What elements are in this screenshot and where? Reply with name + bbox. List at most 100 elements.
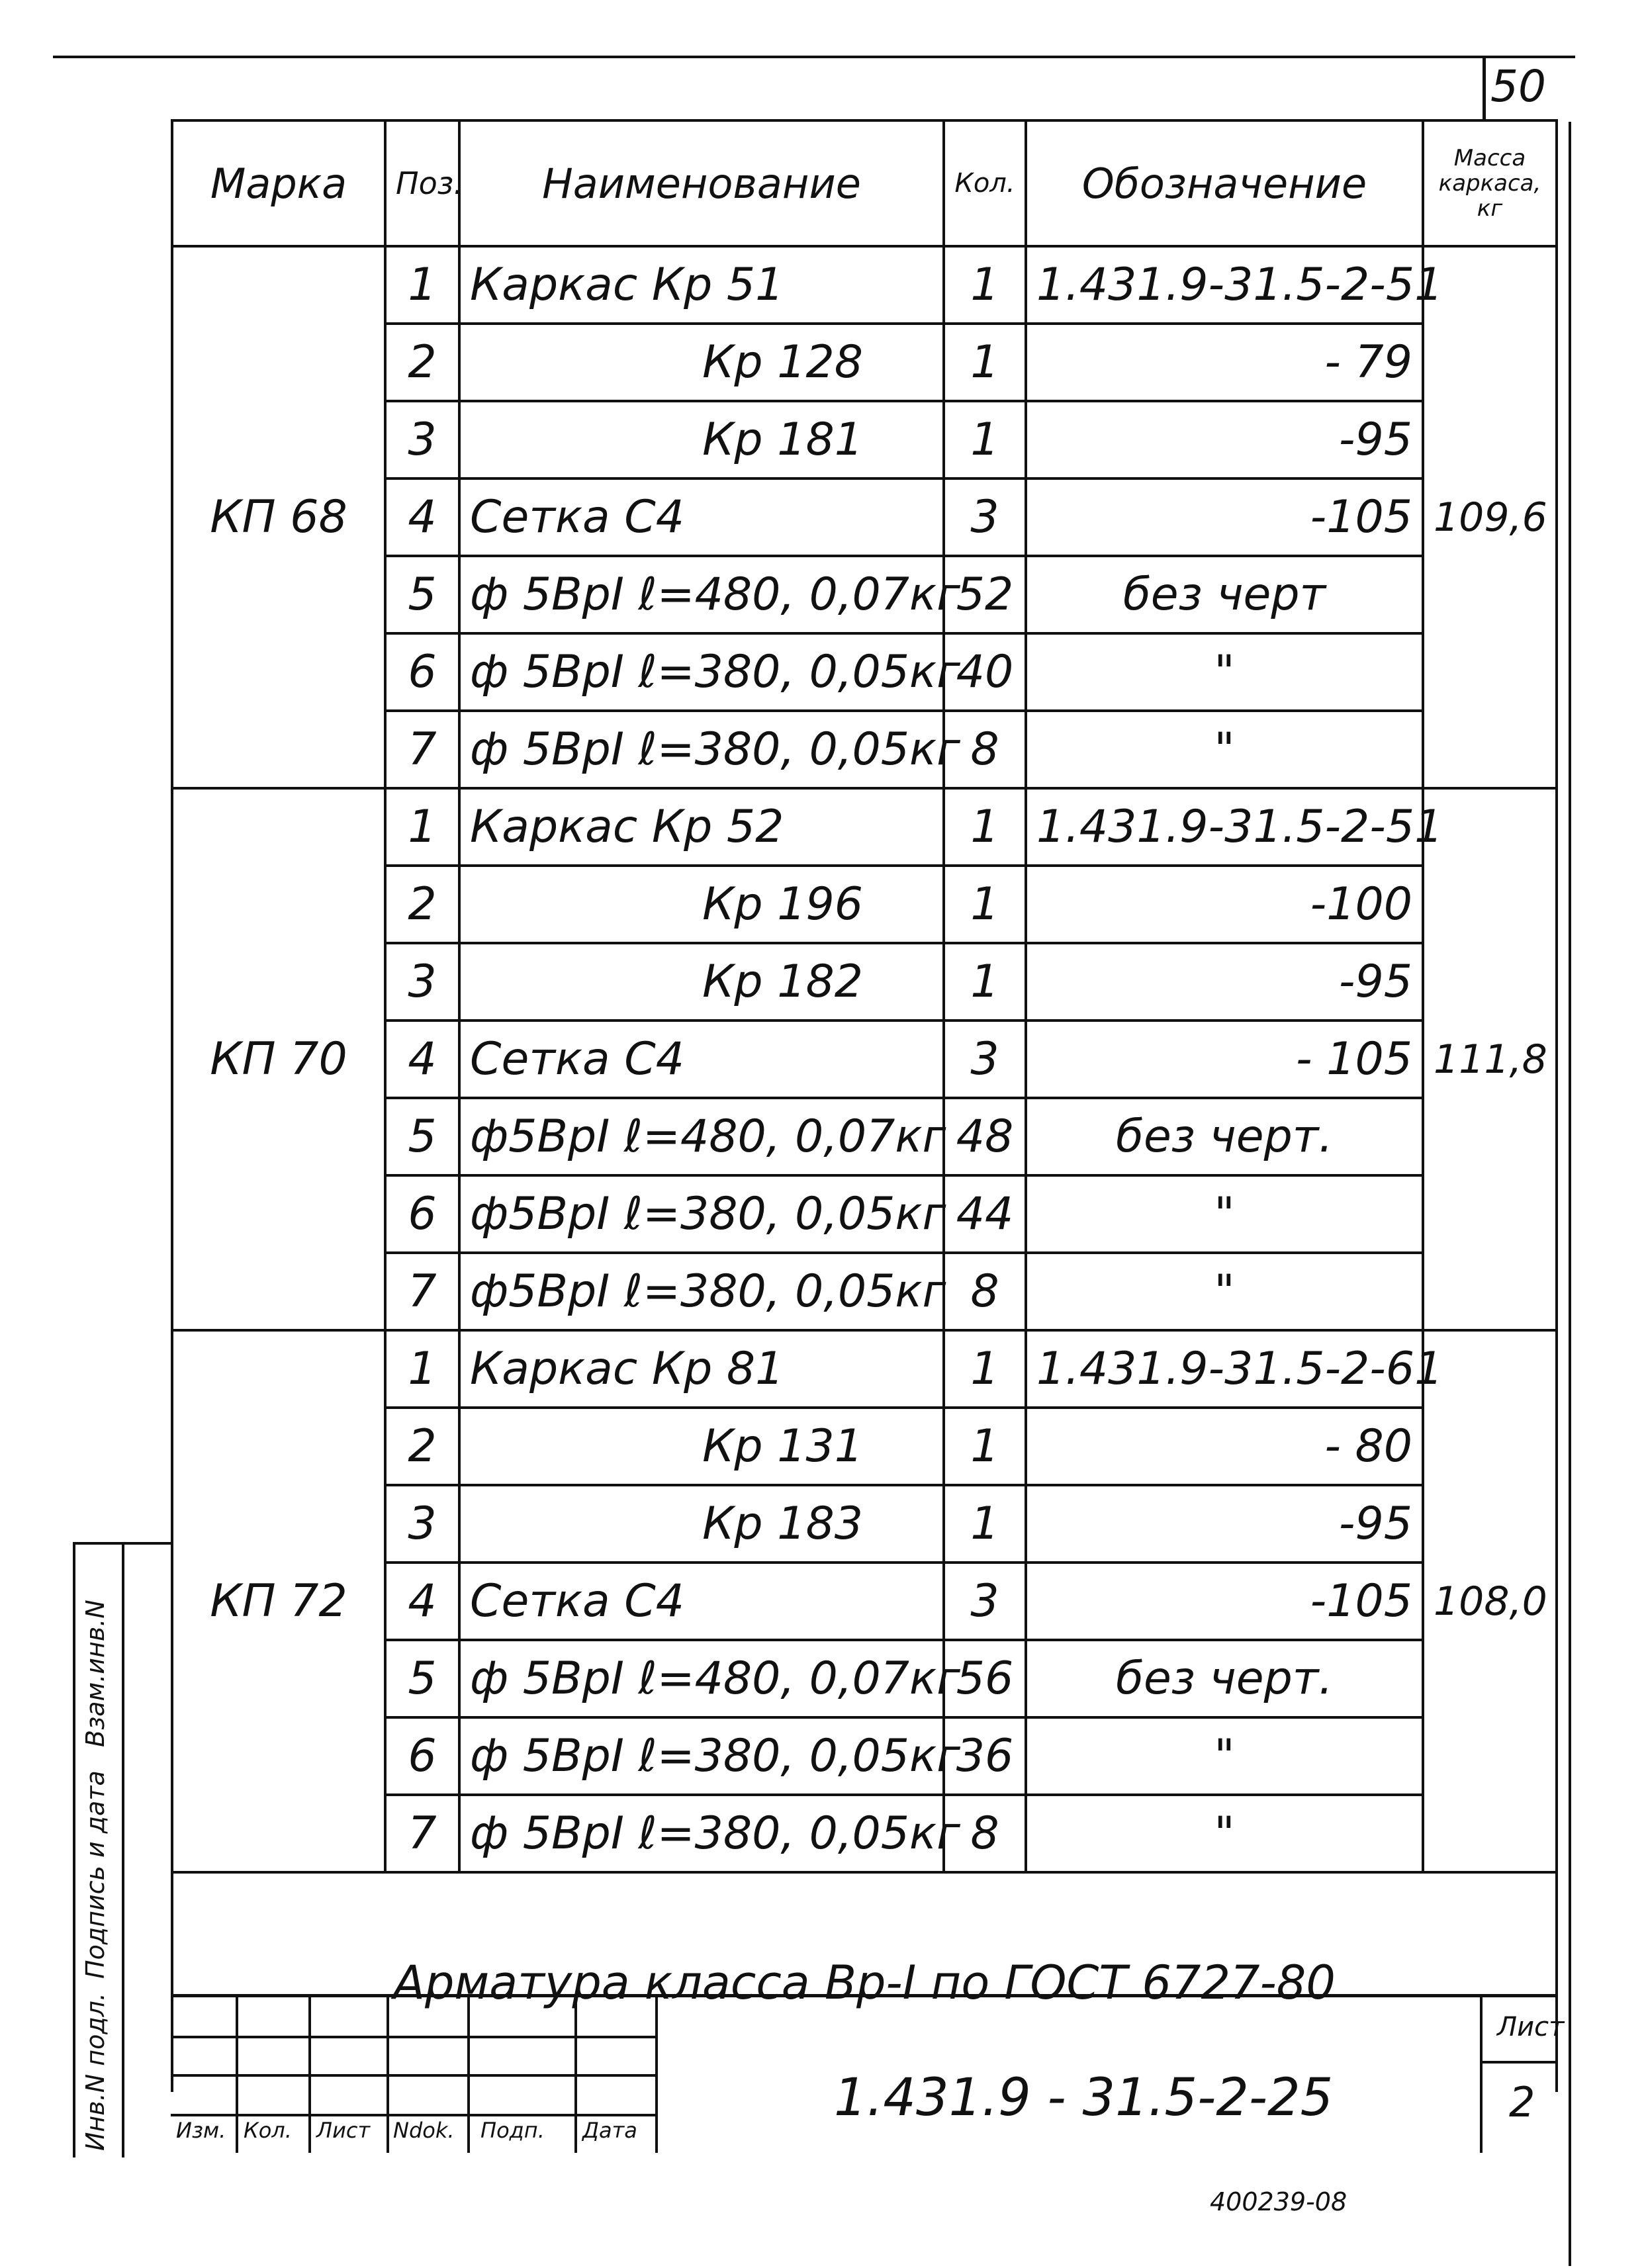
- top-rule: [53, 56, 1575, 58]
- kol-cell: 8: [942, 709, 1027, 790]
- oboz-cell: -95: [1025, 1484, 1424, 1564]
- oboz-cell: 1.431.9-31.5-2-51: [1025, 245, 1443, 325]
- oboz-cell: без черт.: [1025, 1097, 1424, 1177]
- name-cell: Сетка С4: [458, 1019, 945, 1099]
- massa-cell: 108,0: [1422, 1329, 1558, 1874]
- header-kol: Кол.: [942, 119, 1027, 248]
- name-cell: ф 5ВрI ℓ=380, 0,05кг: [458, 1793, 960, 1874]
- poz-cell: 3: [384, 942, 461, 1022]
- poz-cell: 2: [384, 322, 461, 402]
- header-massa: Масса каркаса, кг: [1422, 119, 1558, 248]
- header-oboz: Обозначение: [1025, 119, 1424, 248]
- poz-cell: 1: [384, 245, 461, 325]
- kol-cell: 1: [942, 1329, 1027, 1409]
- oboz-cell: -100: [1025, 864, 1424, 944]
- tb-label-ndok: Ndok.: [393, 2118, 455, 2143]
- poz-cell: 2: [384, 1406, 461, 1486]
- massa-cell: 109,6: [1422, 245, 1558, 790]
- oboz-cell: -95: [1025, 400, 1424, 480]
- oboz-cell: ": [1025, 1174, 1424, 1254]
- kol-cell: 36: [942, 1716, 1027, 1796]
- tb-label-list: Лист: [316, 2118, 371, 2143]
- side-stamp: [73, 1542, 171, 2157]
- table-header-row: Марка Поз. Наименование Кол. Обозначение…: [171, 119, 1558, 248]
- kol-cell: 1: [942, 942, 1027, 1022]
- kol-cell: 48: [942, 1097, 1027, 1177]
- oboz-cell: 1.431.9-31.5-2-51: [1025, 787, 1443, 867]
- poz-cell: 6: [384, 1716, 461, 1796]
- oboz-cell: - 105: [1025, 1019, 1424, 1099]
- oboz-cell: - 79: [1025, 322, 1424, 402]
- name-cell: ф 5ВрI ℓ=480, 0,07кг: [458, 1639, 960, 1719]
- name-cell: ф 5ВрI ℓ=380, 0,05кг: [458, 632, 960, 712]
- name-cell: Кр 181: [458, 400, 945, 480]
- kol-cell: 8: [942, 1251, 1027, 1332]
- tb-label-izm: Изм.: [176, 2118, 226, 2143]
- right-border: [1569, 122, 1571, 2266]
- poz-cell: 1: [384, 1329, 461, 1409]
- poz-cell: 6: [384, 1174, 461, 1254]
- page-number-box: [1483, 56, 1562, 122]
- oboz-cell: 1.431.9-31.5-2-61: [1025, 1329, 1443, 1409]
- archive-stamp: 400239-08: [1210, 2187, 1347, 2216]
- oboz-cell: -105: [1025, 1561, 1424, 1641]
- kol-cell: 8: [942, 1793, 1027, 1874]
- poz-cell: 3: [384, 1484, 461, 1564]
- title-block: [171, 1994, 1555, 2153]
- oboz-cell: без черт: [1025, 555, 1424, 635]
- name-cell: ф 5ВрI ℓ=380, 0,05кг: [458, 709, 960, 790]
- name-cell: ф5ВрI ℓ=380, 0,05кг: [458, 1251, 946, 1332]
- poz-cell: 3: [384, 400, 461, 480]
- oboz-cell: ": [1025, 632, 1424, 712]
- poz-cell: 7: [384, 1793, 461, 1874]
- tb-label-kol: Кол.: [244, 2118, 292, 2143]
- poz-cell: 5: [384, 1097, 461, 1177]
- name-cell: ф5ВрI ℓ=380, 0,05кг: [458, 1174, 946, 1254]
- poz-cell: 4: [384, 1019, 461, 1099]
- marka-cell: КП 68: [171, 245, 387, 790]
- name-cell: ф5ВрI ℓ=480, 0,07кг: [458, 1097, 946, 1177]
- kol-cell: 56: [942, 1639, 1027, 1719]
- name-cell: Кр 182: [458, 942, 945, 1022]
- poz-cell: 4: [384, 477, 461, 557]
- name-cell: Каркас Кр 51: [458, 245, 945, 325]
- oboz-cell: ": [1025, 1793, 1424, 1874]
- kol-cell: 52: [942, 555, 1027, 635]
- tb-sheet-cell: [1480, 1997, 1483, 2153]
- kol-cell: 1: [942, 864, 1027, 944]
- kol-cell: 44: [942, 1174, 1027, 1254]
- oboz-cell: -105: [1025, 477, 1424, 557]
- kol-cell: 1: [942, 400, 1027, 480]
- name-cell: Каркас Кр 52: [458, 787, 945, 867]
- oboz-cell: -95: [1025, 942, 1424, 1022]
- oboz-cell: ": [1025, 709, 1424, 790]
- name-cell: ф 5ВрI ℓ=380, 0,05кг: [458, 1716, 960, 1796]
- oboz-cell: ": [1025, 1251, 1424, 1332]
- name-cell: Каркас Кр 81: [458, 1329, 945, 1409]
- header-name: Наименование: [458, 119, 945, 248]
- kol-cell: 3: [942, 477, 1027, 557]
- poz-cell: 6: [384, 632, 461, 712]
- name-cell: Кр 183: [458, 1484, 945, 1564]
- kol-cell: 3: [942, 1561, 1027, 1641]
- massa-cell: 111,8: [1422, 787, 1558, 1332]
- name-cell: Кр 196: [458, 864, 945, 944]
- tb-sheet-divider: [1481, 2061, 1555, 2064]
- side-label-sign: Подпись и дата: [81, 1770, 110, 1979]
- oboz-cell: ": [1025, 1716, 1424, 1796]
